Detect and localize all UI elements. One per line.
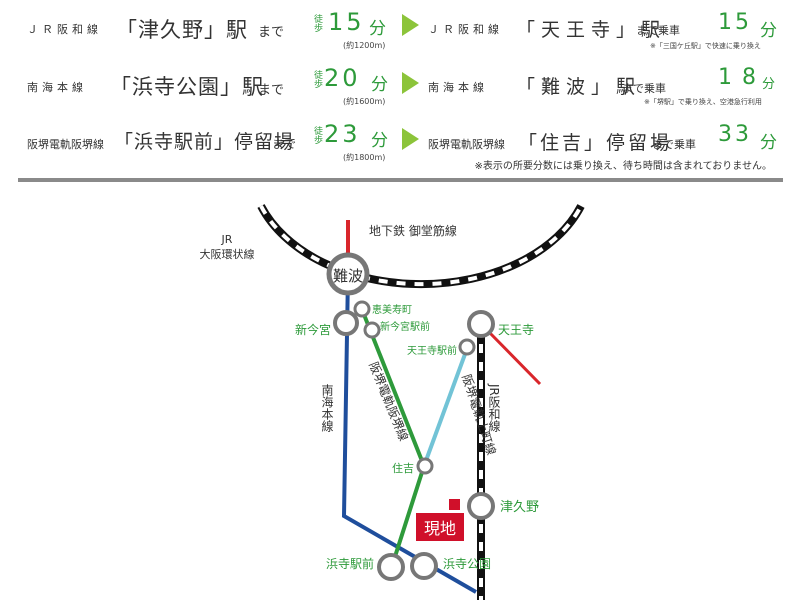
site-label: 現地 [424,519,456,538]
tsukuno-station-label: 津久野 [500,500,539,515]
transfer-note: ※「堺駅」で乗り換え、空港急行利用 [644,98,762,106]
sumiyoshi-station-marker [416,457,434,475]
loop-line-label-2: 大阪環状線 [200,247,255,261]
ebisucho-station-label: 恵美寿町 [372,303,412,316]
route-row-1: ＪＲ阪和線 「津久野」駅 まで 徒歩 15 分 (約1200m) ＪＲ阪和線 「… [0,4,800,54]
walk-minutes-unit: 分 [369,19,386,39]
from-station-name: 「浜寺公園」駅 [110,75,264,99]
loop-line-dash [259,205,583,287]
route-row-3: 阪堺電軌阪堺線 「浜寺駅前」停留場 まで 徒歩 23 分 (約1800m) 阪堺… [0,116,800,166]
hamadera-koen-station-label: 浜寺公園 [443,557,491,571]
to-line-label: 阪堺電軌阪堺線 [428,138,505,151]
subway-line-south [485,328,542,386]
shinimamiya-station-marker [333,310,359,336]
namba-station-marker [326,252,370,296]
from-line-label: 阪堺電軌阪堺線 [27,138,104,151]
tennoji-ekimae-station-label: 天王寺駅前 [407,344,457,357]
to-line-label: 南海本線 [428,81,488,94]
to-station-name: 「難波」駅 [516,76,642,98]
arrow-icon [402,14,419,36]
ebisucho-station-marker [353,300,371,318]
tsukuno-station-marker [467,492,495,520]
to-station-name: 「天王寺」駅 [516,19,667,41]
namba-station-label: 難波 [333,267,363,285]
to-station-name: 「住吉」停留場 [518,132,673,154]
walk-minutes: 23 [324,120,361,148]
walk-label: 徒歩 [312,14,322,32]
loop-line [257,204,585,289]
hamadera-koen-station-marker [410,552,438,580]
from-line-label: ＪＲ阪和線 [27,23,102,36]
hamadera-ekimae-station-marker [377,553,405,581]
walk-distance: (約1600m) [343,97,386,106]
walk-distance: (約1800m) [343,153,386,162]
ride-minutes-unit: 分 [760,21,777,41]
ride-minutes: 33 [718,122,752,147]
walk-minutes: 15 [328,8,365,36]
tennoji-station-marker [467,310,495,338]
nankai-line-label: 南海本線 [320,383,334,432]
walk-label: 徒歩 [312,126,322,144]
ride-minutes: 15 [718,10,752,35]
ride-minutes-unit: 分 [760,133,777,153]
from-suffix: まで [272,137,297,151]
divider [18,178,783,182]
arrow-icon [402,72,419,94]
hanwa-line-label: JR阪和線 [487,383,501,432]
from-line-label: 南海本線 [27,81,87,94]
from-suffix: まで [258,25,285,40]
site-marker [449,499,460,510]
from-station-name: 「浜寺駅前」停留場 [114,131,295,153]
arrow-icon [402,128,419,150]
loop-line-label-1: JR [221,233,233,246]
to-line-label: ＪＲ阪和線 [428,23,503,36]
walk-minutes: 20 [324,64,361,92]
to-suffix: まで乗車 [652,138,696,151]
sumiyoshi-station-label: 住吉 [392,461,414,475]
site-label-box [416,513,464,541]
to-suffix: まで乗車 [622,82,666,95]
subway-line-label: 地下鉄 御堂筋線 [369,223,457,238]
ride-minutes: 18 [718,65,766,90]
hamadera-ekimae-station-label: 浜寺駅前 [326,556,374,571]
transfer-note: ※「三国ケ丘駅」で快速に乗り換え [650,42,761,50]
shinimamiya-ekimae-station-marker [363,321,381,339]
shinimamiya-station-label: 新今宮 [295,322,331,337]
footnote: ※表示の所要分数には乗り換え、待ち時間は含まれておりません。 [474,161,772,172]
uemachi-line [422,345,470,467]
walk-distance: (約1200m) [343,41,386,50]
tennoji-ekimae-station-marker [458,338,476,356]
from-station-name: 「津久野」駅 [116,18,248,42]
ride-minutes-unit: 分 [762,77,776,92]
walk-minutes-unit: 分 [371,75,388,95]
walk-minutes-unit: 分 [371,131,388,151]
tennoji-station-label: 天王寺 [498,323,534,337]
walk-label: 徒歩 [312,70,322,88]
route-row-2: 南海本線 「浜寺公園」駅 まで 徒歩 20 分 (約1600m) 南海本線 「難… [0,60,800,110]
shinimamiya-ekimae-station-label: 新今宮駅前 [380,320,430,333]
to-suffix: まで乗車 [636,24,680,37]
from-suffix: まで [258,83,285,98]
